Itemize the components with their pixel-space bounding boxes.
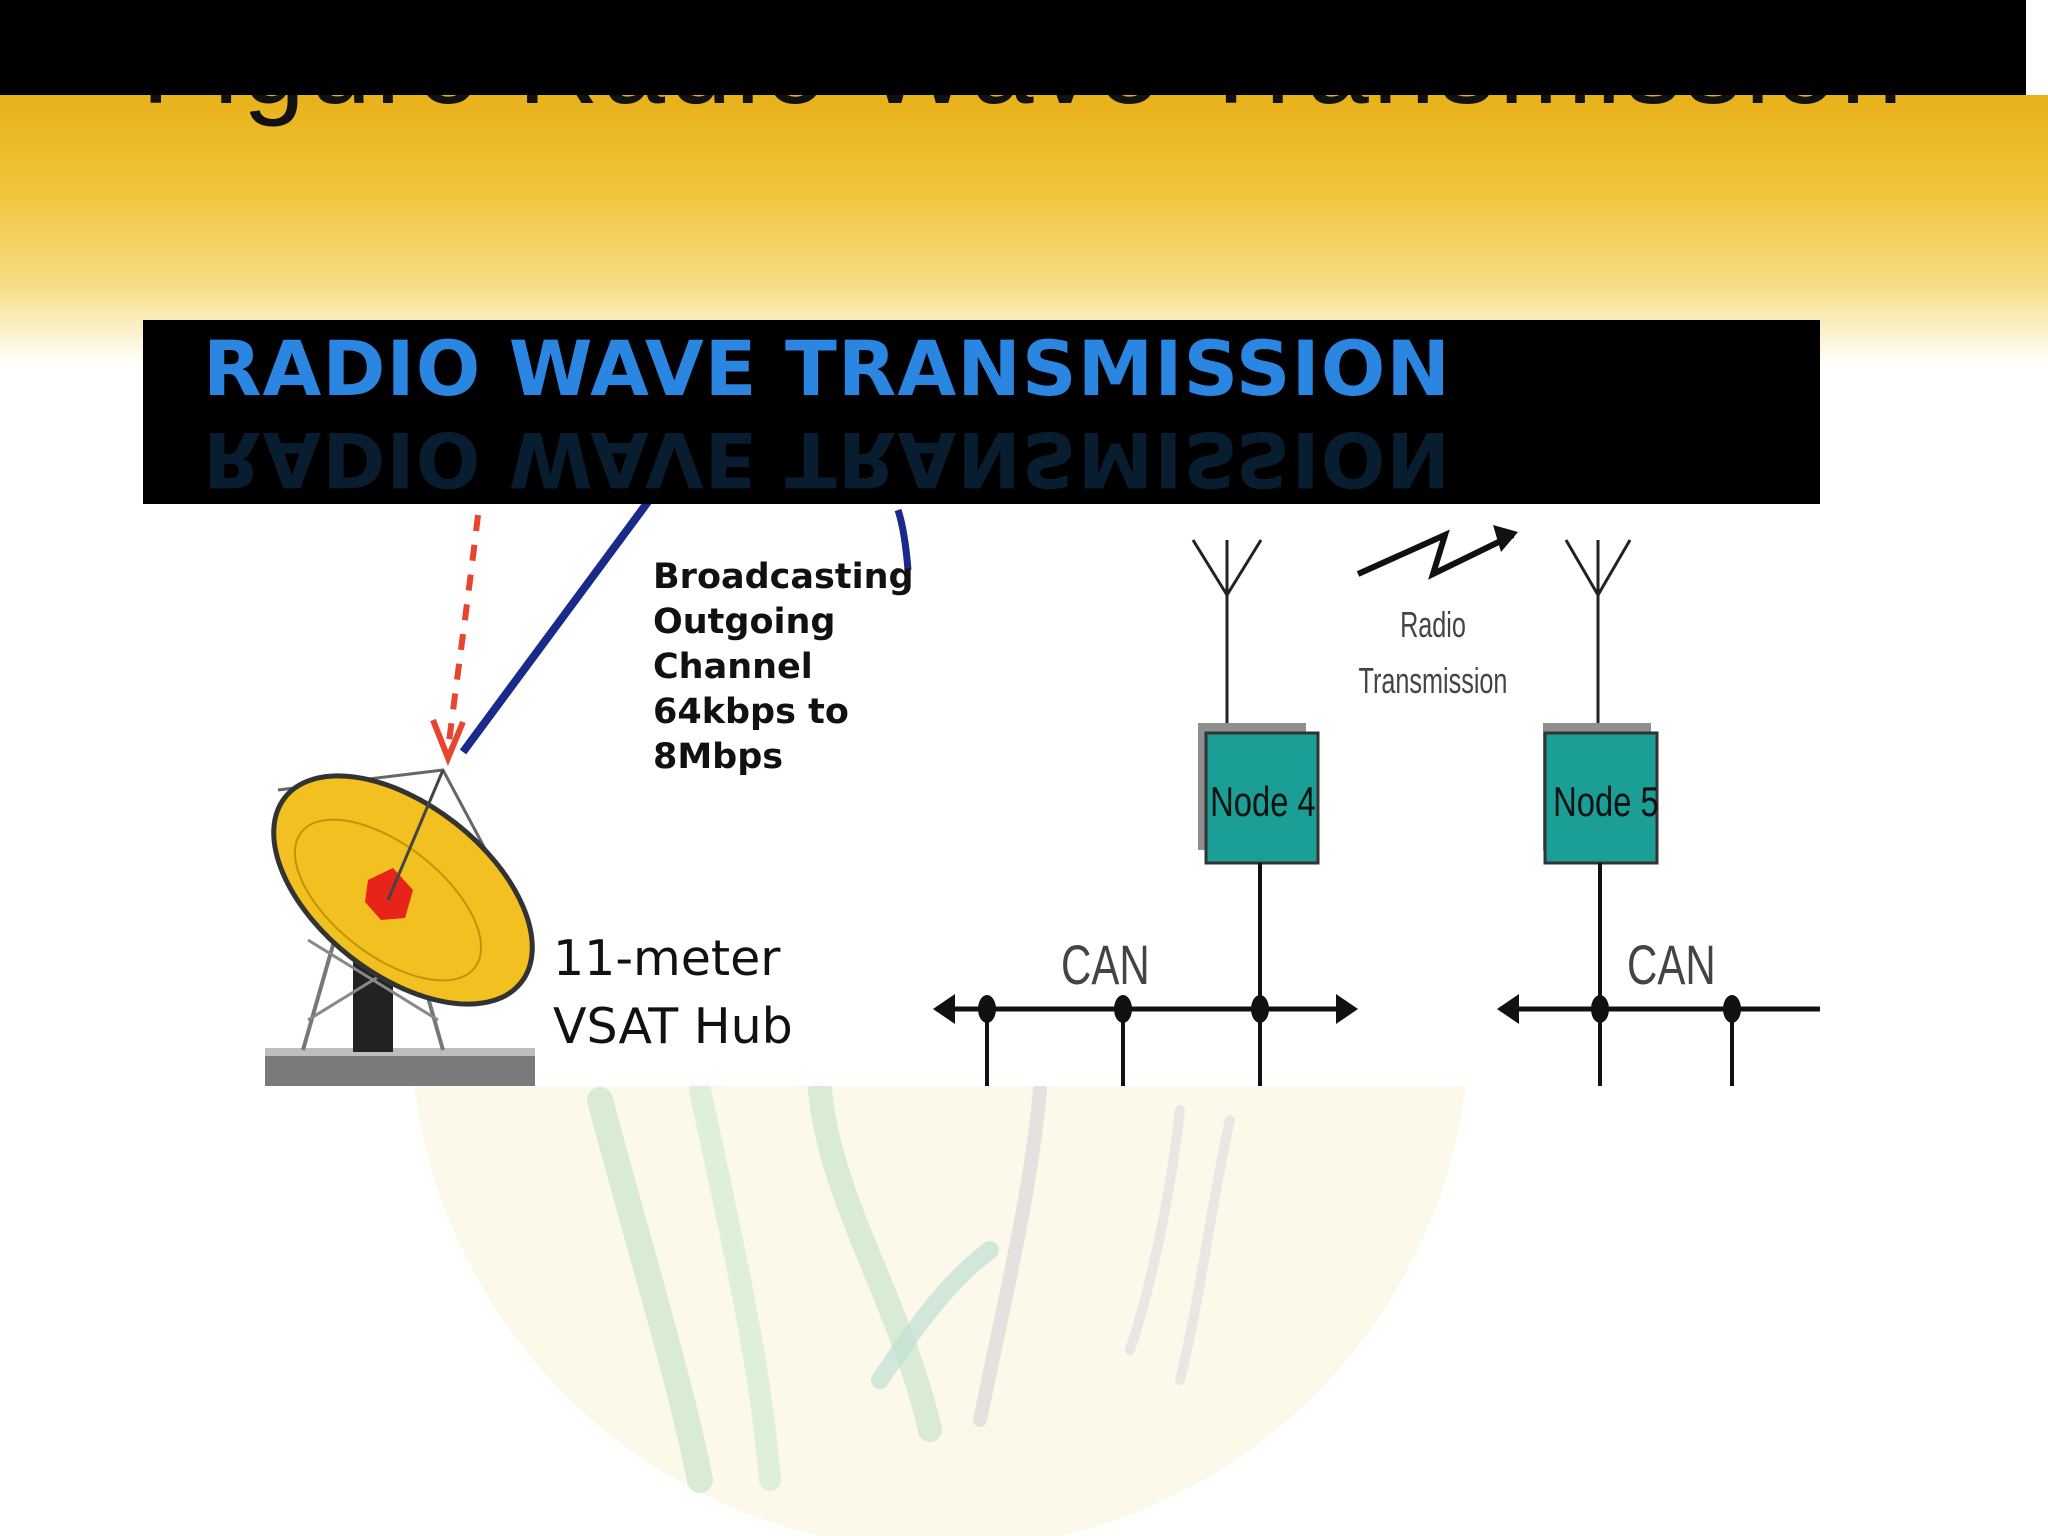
top-black-bar (0, 0, 2026, 95)
banner-title: RADIO WAVE TRANSMISSION (203, 324, 1452, 413)
node-box-right (1543, 723, 1659, 865)
title-area: Figure Radio Wave Transmission (0, 95, 2048, 275)
radio-zigzag-arrow-icon (1356, 525, 1518, 580)
node-5-label: Node 5 (1553, 778, 1659, 825)
radio-wave-figure: RADIO WAVE TRANSMISSION RADIO WAVE TRANS… (143, 320, 1820, 1086)
banner-title-reflection: RADIO WAVE TRANSMISSION (203, 415, 1452, 504)
can-bus-left-label: CAN (1061, 933, 1150, 996)
outgoing-beam (459, 492, 657, 755)
satellite-dish-icon (265, 768, 535, 1086)
can-bus-left (933, 994, 1358, 1086)
outgoing-beam-right (894, 508, 912, 571)
figure-drawing (265, 492, 1820, 1086)
incoming-beam (445, 514, 481, 751)
can-bus-right (1497, 994, 1820, 1086)
node-box-left (1198, 723, 1320, 865)
vsat-hub-label: 11-meter VSAT Hub (553, 930, 793, 1055)
incoming-beam-arrowhead (430, 718, 466, 766)
slide-title: Figure Radio Wave Transmission (0, 95, 2048, 137)
figure-banner: RADIO WAVE TRANSMISSION RADIO WAVE TRANS… (143, 320, 1820, 504)
radio-transmission-label: Radio Transmission (1358, 604, 1508, 701)
antenna-icon (1564, 539, 1632, 725)
broadcast-channel-label: Broadcasting Outgoing Channel 64kbps to … (653, 557, 914, 777)
node-4-label: Node 4 (1210, 778, 1316, 825)
antenna-icon (1191, 539, 1263, 725)
can-bus-right-label: CAN (1627, 933, 1716, 996)
